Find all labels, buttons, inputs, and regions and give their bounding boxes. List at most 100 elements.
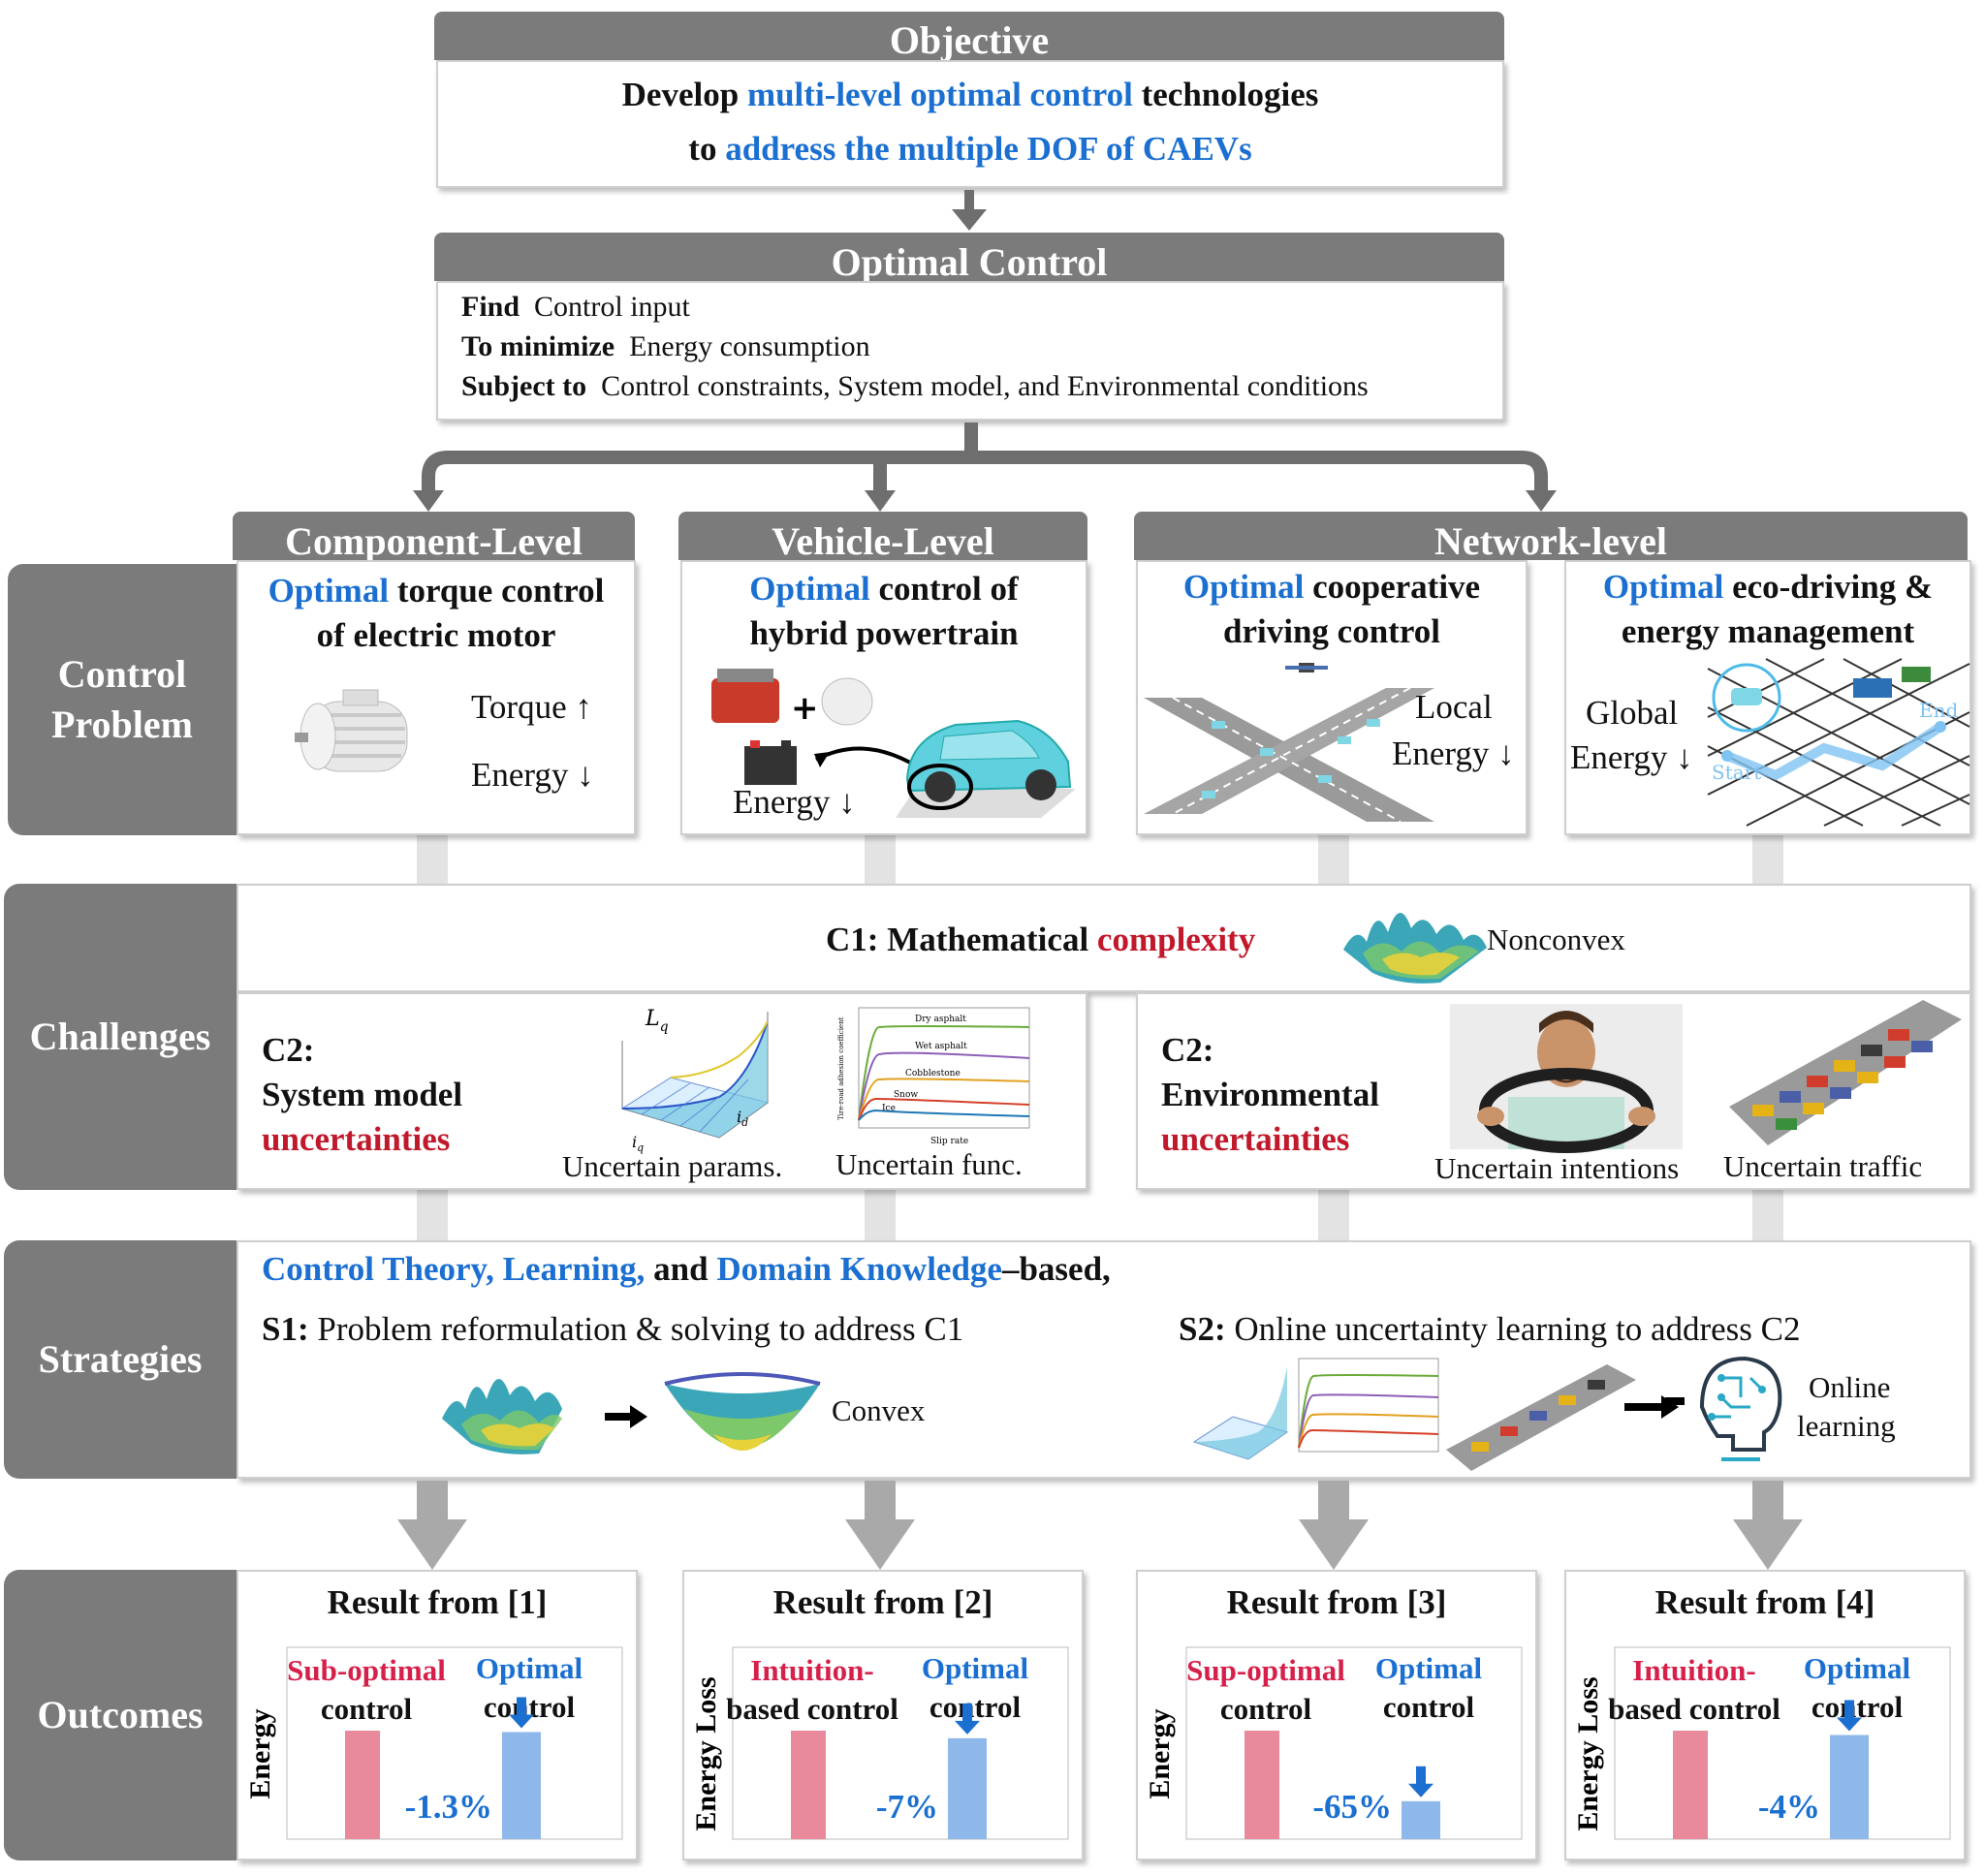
c2a-line-1: C2: [262, 1031, 315, 1069]
reduction-arrow-head [1408, 1783, 1434, 1798]
objective-header: Objective [434, 12, 1504, 62]
veh-energy: Energy ↓ [733, 783, 856, 821]
nonconvex-to-convex-icon [442, 1378, 647, 1454]
network-cooperative-box: Optimal cooperative driving control Loca… [1136, 560, 1528, 835]
strategies-box: Control Theory, Learning, and Domain Kno… [236, 1240, 1971, 1479]
category-2-label-top: Optimal [922, 1651, 1029, 1685]
s1-text: S1: Problem reformulation & solving to a… [262, 1310, 964, 1348]
optimal-control-header: Optimal Control [434, 233, 1504, 284]
chart-ylabel: Energy Loss [1572, 1676, 1604, 1830]
chart-frame [732, 1646, 1069, 1840]
vehicle-problem-box: Optimal control of hybrid powertrain + E… [680, 560, 1087, 835]
uncertain-traffic-label: Uncertain traffic [1723, 1149, 1923, 1183]
chart-ylabel: Energy Loss [690, 1676, 722, 1830]
adhesion-ylabel: Tire-road adhesion coefficient [837, 1016, 845, 1120]
reduction-percent: -7% [876, 1788, 938, 1826]
category-2-label-top: Optimal [1804, 1651, 1911, 1685]
category-2-label-bottom: control [929, 1690, 1022, 1724]
route-start-label: Start [1712, 761, 1761, 784]
net2-global: Global [1586, 694, 1679, 732]
c1-box: C1: Mathematical complexity Nonconvex [236, 884, 1971, 992]
c1-title: C1: Mathematical complexity [826, 921, 1256, 958]
route-end-label: End [1919, 699, 1958, 722]
c2a-line-2: System model [262, 1076, 463, 1113]
slip-rate-label: Slip rate [930, 1137, 968, 1146]
chart-frame [1614, 1646, 1951, 1840]
optimal-control-box: Find Control input To minimize Energy co… [436, 281, 1504, 421]
outcome-3-title: Result from [3] [1226, 1583, 1447, 1621]
nonconvex-surface-icon [1343, 912, 1487, 984]
c2a-line-3: uncertainties [262, 1120, 451, 1158]
electric-motor-icon [295, 689, 408, 772]
online-learning-label-2: learning [1797, 1409, 1896, 1443]
c2-environment-box: C2: Environmental uncertainties Uncertai… [1136, 992, 1971, 1190]
net1-local: Local [1415, 688, 1493, 726]
outcome-1-chart: EnergySub-optimalcontrolOptimalcontrol-1… [244, 1646, 623, 1840]
net2-title-2: energy management [1621, 612, 1915, 650]
network-level-header: Network-level [1134, 512, 1968, 563]
category-1-label-bottom: based control [726, 1692, 898, 1726]
reduction-arrow-shaft [517, 1697, 526, 1717]
wet-asphalt-label: Wet asphalt [915, 1042, 967, 1051]
net1-energy: Energy ↓ [1392, 735, 1515, 772]
category-2-label-top: Optimal [476, 1651, 583, 1685]
chart-ylabel: Energy [244, 1708, 276, 1798]
lq-axis-label: Lq [645, 1007, 669, 1035]
adhesion-curve-plot: Dry asphalt Wet asphalt Cobblestone Snow… [837, 1007, 1030, 1146]
category-1-label-bottom: based control [1608, 1692, 1780, 1726]
outcome-4-chart: Energy Loss Intuition-based control Optima… [1572, 1646, 1951, 1840]
bar-reference [345, 1731, 380, 1839]
convex-surface-icon [664, 1372, 821, 1451]
arrow-right-icon [1624, 1395, 1679, 1419]
outcome-3-chart: EnergySup-optimalcontrolOptimalcontrol-6… [1144, 1646, 1523, 1840]
reduction-arrow-head [1837, 1717, 1862, 1732]
c2b-line-1: C2: [1161, 1031, 1214, 1069]
s2-text: S2: Online uncertainty learning to addre… [1179, 1310, 1801, 1348]
cobblestone-label: Cobblestone [905, 1069, 961, 1079]
traffic-jam-icon [1729, 1000, 1962, 1145]
comp-energy: Energy ↓ [471, 756, 594, 794]
find-line: Find Control input [461, 291, 690, 323]
category-1-label-bottom: control [321, 1692, 413, 1726]
reduction-arrow-shaft [962, 1703, 972, 1723]
veh-title-2: hybrid powertrain [749, 614, 1019, 652]
objective-box: Develop multi-level optimal control tech… [436, 60, 1504, 188]
c2b-line-3: uncertainties [1161, 1120, 1350, 1158]
net2-title-1: Optimal eco-driving & [1602, 568, 1934, 606]
reduction-percent: -65% [1312, 1788, 1392, 1826]
learning-inputs-icon [1181, 1355, 1685, 1471]
outcome-box-4: Result from [4] Energy Loss Intuition-bas… [1564, 1570, 1966, 1860]
comp-torque: Torque ↑ [471, 688, 592, 726]
minimize-line: To minimize Energy consumption [461, 330, 870, 362]
arrow-down-icon [952, 190, 987, 231]
outcome-1-title: Result from [1] [327, 1583, 548, 1621]
veh-title-1: Optimal control of [749, 570, 1019, 608]
reduction-percent: -1.3% [405, 1788, 492, 1826]
side-label-outcomes: Outcomes [4, 1570, 236, 1860]
iq-axis-label: iq [632, 1133, 644, 1154]
side-label-control-problem: Control Problem [8, 564, 236, 835]
side-label-challenges: Challenges [4, 884, 236, 1190]
reduction-arrow-shaft [1844, 1700, 1854, 1720]
branch-arrows [413, 422, 1557, 512]
category-1-label-top: Intuition- [1632, 1653, 1755, 1687]
driver-photo [1450, 1004, 1683, 1153]
strategies-heading: Control Theory, Learning, and Domain Kno… [262, 1250, 1111, 1288]
outcome-2-title: Result from [2] [772, 1583, 993, 1621]
reduction-arrow-head [509, 1714, 534, 1729]
nonconvex-label: Nonconvex [1487, 922, 1625, 956]
lq-surface-plot: Lq iq id [620, 1007, 770, 1154]
c2b-line-2: Environmental [1161, 1076, 1379, 1113]
bar-reference [1673, 1731, 1708, 1839]
convex-label: Convex [832, 1393, 926, 1427]
c2-system-box: C2: System model uncertainties Lq iq id … [236, 992, 1087, 1190]
ai-brain-icon [1699, 1356, 1782, 1461]
outcome-4-title: Result from [4] [1654, 1583, 1875, 1621]
chart-frame [1185, 1646, 1523, 1840]
subject-line: Subject to Control constraints, System m… [461, 370, 1369, 402]
reduction-arrow-shaft [1416, 1766, 1426, 1786]
bar-optimal [502, 1732, 541, 1839]
